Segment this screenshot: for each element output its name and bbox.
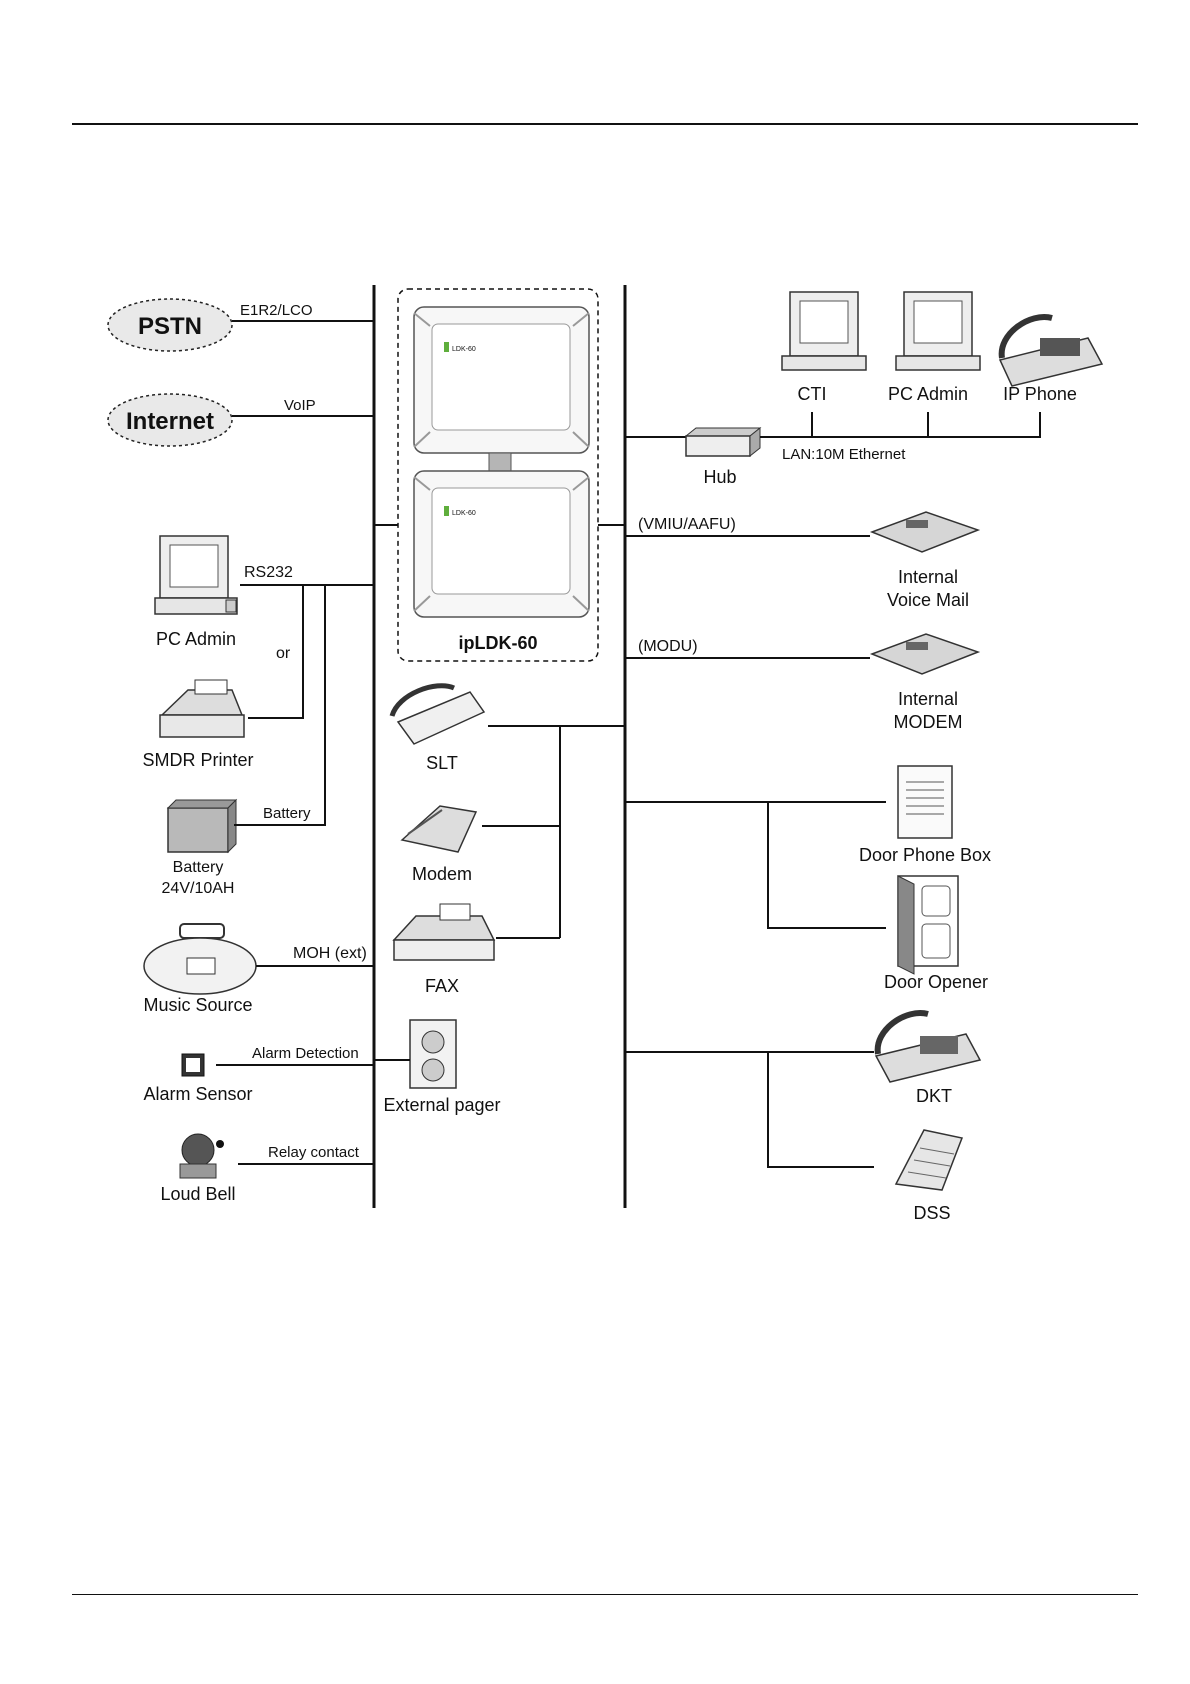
dkt-label: DKT — [916, 1086, 952, 1106]
moh-link-label: MOH (ext) — [293, 945, 367, 962]
unit-connector — [488, 452, 512, 472]
door-phone-box-icon — [897, 765, 953, 839]
system-name-label: ipLDK-60 — [458, 633, 537, 653]
pc-admin-left-icon — [154, 535, 238, 615]
modem-card-label-line1: Internal — [898, 689, 958, 709]
voice-mail-card-icon — [869, 511, 981, 553]
lan-line — [760, 412, 1041, 438]
cti-computer-icon — [781, 291, 867, 371]
external-pager-icon — [409, 1019, 457, 1089]
slt-label: SLT — [426, 753, 458, 773]
rs232-label: RS232 — [244, 564, 293, 581]
dkt-phone-icon — [874, 1010, 982, 1083]
alarm-link-label: Alarm Detection — [252, 1045, 359, 1062]
door-opener-label: Door Opener — [884, 972, 988, 992]
footer-rule — [72, 1594, 1138, 1595]
slt-phone-icon — [389, 683, 486, 745]
dss-console-icon — [894, 1129, 964, 1191]
external-pager-label: External pager — [383, 1095, 500, 1115]
pstn-cloud-icon — [107, 298, 233, 352]
modem-card-label-line2: MODEM — [894, 712, 963, 732]
loud-bell-icon — [179, 1133, 224, 1179]
pstn-label: PSTN — [138, 313, 202, 340]
door-phone-box-label: Door Phone Box — [859, 845, 991, 865]
smdr-printer-line — [248, 585, 304, 719]
dss-label: DSS — [913, 1203, 950, 1223]
music-source-icon — [143, 923, 257, 995]
or-label: or — [276, 645, 291, 662]
lan-link-label: LAN:10M Ethernet — [782, 446, 906, 463]
vmiu-link-label: (VMIU/AAFU) — [638, 516, 736, 533]
pc-admin-right-label: PC Admin — [888, 384, 968, 404]
dss-line — [767, 1052, 874, 1168]
internet-cloud-icon — [107, 393, 233, 447]
battery-line — [234, 585, 326, 826]
hub-label: Hub — [703, 467, 736, 487]
internet-label: Internet — [126, 408, 214, 435]
door-opener-icon — [897, 875, 959, 975]
battery-icon — [166, 798, 238, 854]
pc-admin-left-label: PC Admin — [156, 629, 236, 649]
ip-phone-icon — [998, 314, 1104, 387]
voip-link-label: VoIP — [284, 397, 316, 414]
lower-unit-logo: LDK-60 — [452, 510, 476, 517]
battery-label-line1: Battery — [173, 859, 224, 876]
voice-mail-label-line1: Internal — [898, 567, 958, 587]
smdr-printer-icon — [159, 679, 245, 738]
music-source-label: Music Source — [143, 995, 252, 1015]
header-rule — [72, 123, 1138, 125]
upper-unit-logo: LDK-60 — [452, 346, 476, 353]
upper-unit-icon: LDK-60 — [413, 306, 590, 454]
cabinet-dashed-outline — [397, 288, 599, 662]
fax-label: FAX — [425, 976, 459, 996]
ip-phone-label: IP Phone — [1003, 384, 1077, 404]
relay-link-label: Relay contact — [268, 1144, 360, 1161]
fax-icon — [392, 903, 496, 961]
cti-label: CTI — [798, 384, 827, 404]
loud-bell-label: Loud Bell — [160, 1184, 235, 1204]
smdr-printer-label: SMDR Printer — [142, 750, 253, 770]
lower-unit-icon: LDK-60 — [413, 470, 590, 618]
modem-label: Modem — [412, 864, 472, 884]
pstn-link-label: E1R2/LCO — [240, 302, 313, 319]
alarm-sensor-label: Alarm Sensor — [143, 1084, 252, 1104]
ipldk-60-cabinet: LDK-60 LDK-60 ipLDK-60 — [374, 288, 625, 662]
modem-icon — [400, 805, 478, 853]
modu-link-label: (MODU) — [638, 638, 698, 655]
voice-mail-label-line2: Voice Mail — [887, 590, 969, 610]
modem-card-icon — [869, 633, 981, 675]
battery-label-line2: 24V/10AH — [162, 880, 235, 897]
hub-icon — [684, 426, 762, 458]
battery-link-label: Battery — [263, 805, 311, 822]
pc-admin-right-icon — [895, 291, 981, 371]
alarm-sensor-icon — [181, 1053, 205, 1077]
door-opener-line — [767, 802, 886, 929]
